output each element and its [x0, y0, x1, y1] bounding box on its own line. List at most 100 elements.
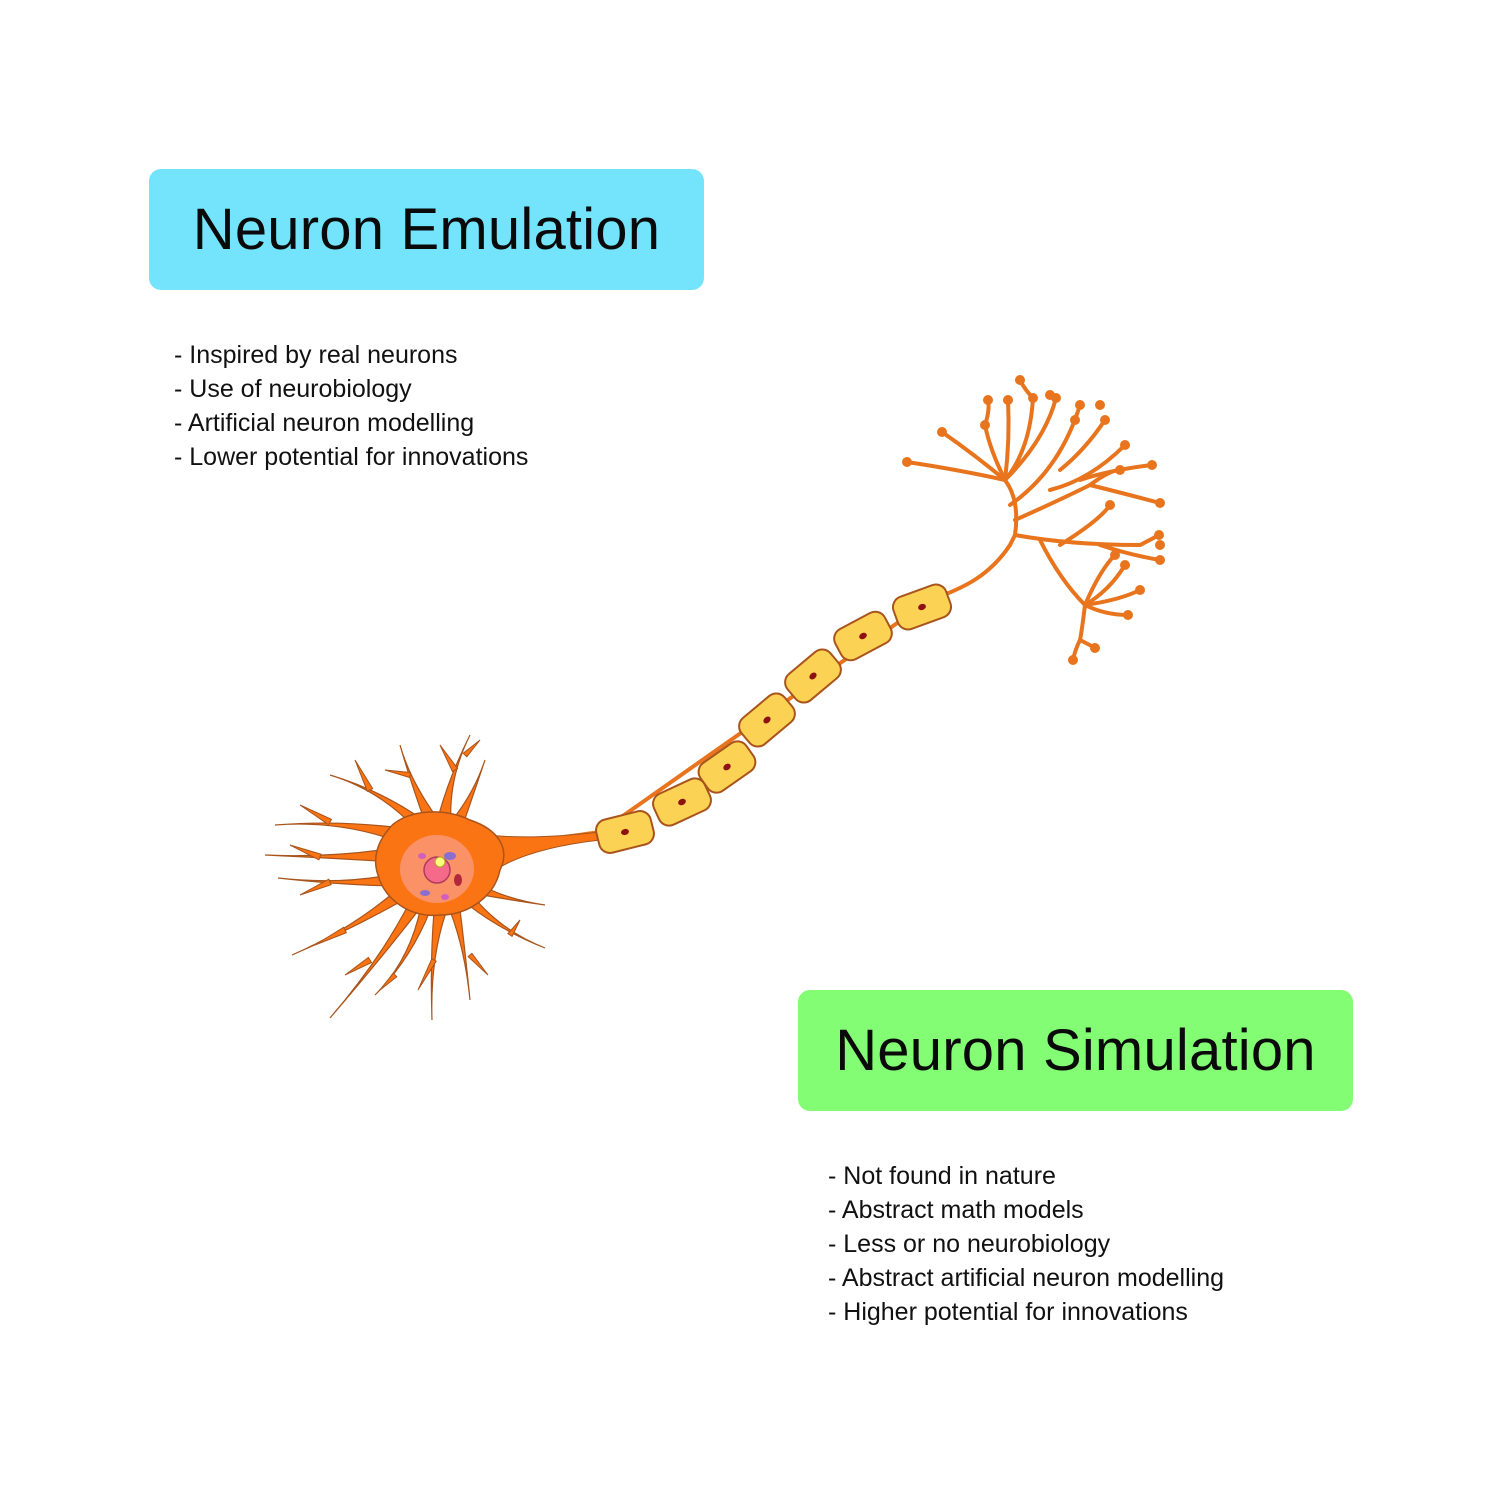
dendrite-branch — [314, 926, 348, 946]
dendrite-branch — [467, 952, 489, 976]
dendrite-branch — [439, 744, 459, 773]
schwann-nucleus — [859, 632, 867, 640]
list-item: - Abstract math models — [828, 1196, 1084, 1224]
schwann-nucleus — [621, 828, 629, 836]
terminal-branch — [1003, 478, 1019, 537]
terminal-button — [1110, 550, 1120, 560]
terminal-buttons — [902, 375, 1165, 665]
organelle — [418, 853, 426, 859]
myelin-segment — [652, 777, 712, 827]
myelin-sheath — [595, 583, 953, 854]
schwann-nucleus — [723, 763, 731, 771]
emulation-points: - Inspired by real neurons - Use of neur… — [174, 338, 528, 474]
dendrite — [277, 873, 396, 887]
terminal-button — [983, 395, 993, 405]
simulation-points: - Not found in nature - Abstract math mo… — [828, 1159, 1224, 1329]
list-item: - Abstract artificial neuron modelling — [828, 1264, 1225, 1292]
dendrite-branch — [299, 804, 333, 826]
dendrite — [264, 847, 396, 863]
list-item: - Higher potential for innovations — [828, 1298, 1188, 1326]
terminal-branch — [905, 460, 1007, 482]
dendrite — [329, 900, 421, 1019]
simulation-title-box: Neuron Simulation — [798, 990, 1353, 1111]
myelin-segment — [891, 583, 953, 631]
schwann-nucleus — [763, 716, 771, 724]
schwann-nucleus — [918, 603, 926, 611]
dendrite-branch — [379, 972, 398, 991]
dendrite-branch — [344, 956, 373, 976]
nucleolus — [434, 856, 446, 868]
dendrite-branch — [299, 878, 332, 896]
terminal-button — [1155, 555, 1165, 565]
dendrite — [454, 759, 486, 821]
terminal-button — [1123, 610, 1133, 620]
terminal-button — [937, 427, 947, 437]
terminal-button — [1075, 400, 1085, 410]
organelle — [444, 852, 456, 860]
terminal-button — [1095, 400, 1105, 410]
emulation-title: Neuron Emulation — [192, 197, 661, 262]
myelin-segment — [784, 648, 842, 704]
terminal-branch — [1083, 603, 1130, 617]
dendrite-branch — [354, 759, 374, 793]
terminal-button — [1028, 393, 1038, 403]
terminal-button — [1120, 560, 1130, 570]
dendrite-branch — [507, 919, 521, 938]
terminal-button — [1154, 530, 1164, 540]
terminal-branch — [940, 430, 1007, 482]
terminal-button — [1100, 415, 1110, 425]
terminal-button — [1068, 655, 1078, 665]
list-item: - Less or no neurobiology — [828, 1230, 1111, 1258]
terminal-button — [1070, 415, 1080, 425]
terminal-branch — [1003, 398, 1011, 482]
terminal-button — [1155, 540, 1165, 550]
dendrite — [274, 822, 402, 843]
terminal-branch — [1088, 483, 1162, 505]
terminal-branch — [1048, 443, 1127, 492]
organelle — [454, 874, 462, 886]
axon-hillock — [489, 831, 601, 871]
terminal-button — [1120, 440, 1130, 450]
terminal-button — [1090, 643, 1100, 653]
simulation-title: Neuron Simulation — [835, 1018, 1316, 1083]
myelin-segment — [738, 692, 796, 748]
terminal-button — [1045, 390, 1055, 400]
terminal-branch — [1013, 533, 1142, 547]
list-item: - Inspired by real neurons — [174, 341, 458, 369]
axon — [468, 533, 1017, 854]
dendrite — [430, 910, 447, 1021]
terminal-button — [1003, 395, 1013, 405]
terminal-branch — [1013, 483, 1092, 522]
terminal-button — [1115, 465, 1125, 475]
dendrite — [374, 906, 431, 996]
terminal-button — [1135, 585, 1145, 595]
terminal-branch — [1038, 538, 1087, 607]
axon-terminals — [905, 378, 1162, 662]
schwann-nucleus — [809, 672, 817, 680]
terminal-button — [902, 457, 912, 467]
list-item: - Use of neurobiology — [174, 375, 412, 403]
dendrite-branch — [462, 739, 481, 758]
terminal-branch — [1078, 603, 1087, 642]
list-item: - Lower potential for innovations — [174, 443, 529, 471]
myelin-segment — [595, 810, 655, 854]
dendrite-branch — [417, 958, 437, 991]
organelle — [441, 894, 449, 900]
terminal-button — [980, 420, 990, 430]
list-item: - Artificial neuron modelling — [174, 409, 475, 437]
dendrite-branch — [384, 769, 412, 779]
dendrite — [449, 908, 471, 1001]
terminal-branch — [1003, 396, 1058, 482]
terminal-button — [1015, 375, 1025, 385]
dendrite — [478, 884, 546, 906]
terminal-button — [1105, 500, 1115, 510]
terminal-button — [1155, 498, 1165, 508]
dendrite-branch — [289, 844, 322, 861]
terminal-branch — [1098, 543, 1162, 562]
terminal-button — [1147, 460, 1157, 470]
terminal-branch — [1083, 553, 1117, 607]
terminal-branch — [1058, 418, 1107, 472]
schwann-nucleus — [678, 798, 686, 806]
list-item: - Not found in nature — [828, 1162, 1056, 1190]
